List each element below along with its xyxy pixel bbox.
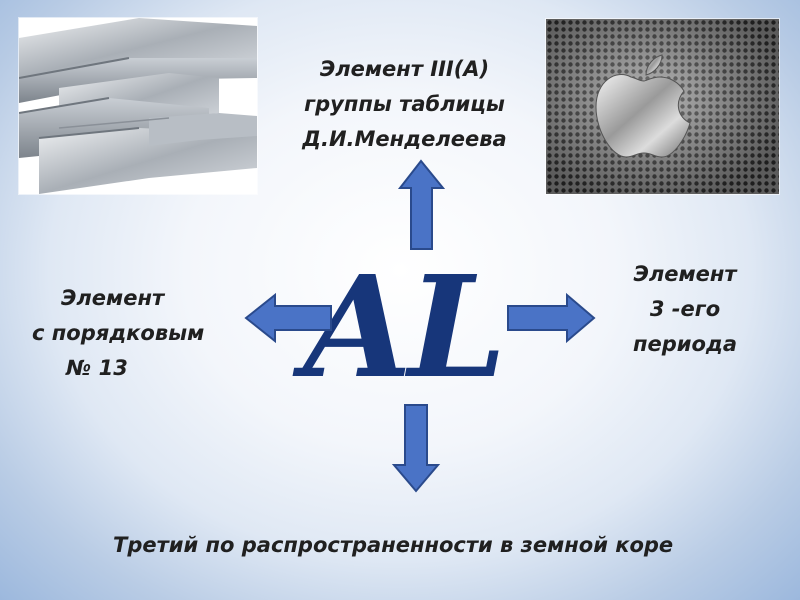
aluminum-beams-photo <box>19 18 257 194</box>
abundance-fact-text: Третий по распространенности в земной ко… <box>113 533 674 557</box>
atomic-number-fact-line: с порядковым <box>32 321 205 345</box>
apple-icon <box>595 54 691 158</box>
element-symbol: AL <box>303 246 506 410</box>
period-fact-text: Элемент 3 -его периода <box>600 257 770 362</box>
group-fact-line: группы таблицы <box>304 92 505 116</box>
group-fact-text: Элемент III(А) группы таблицы Д.И.Мендел… <box>272 52 537 157</box>
period-fact-line: Элемент <box>633 262 737 286</box>
period-fact-line: периода <box>632 332 738 356</box>
apple-logo-photo <box>546 19 779 194</box>
atomic-number-fact-text: Элемент с порядковым № 13 <box>18 281 238 386</box>
atomic-number-fact-line: Элемент <box>61 286 165 310</box>
aluminum-beams-image <box>19 18 257 194</box>
arrow-up-icon <box>397 159 446 250</box>
period-fact-line: 3 -его <box>649 297 721 321</box>
group-fact-line: Элемент III(А) <box>319 57 490 81</box>
arrow-down-icon <box>391 404 441 493</box>
atomic-number-fact-line: № 13 <box>66 356 128 380</box>
beam-shapes <box>19 18 257 194</box>
apple-logo-image <box>546 19 779 194</box>
group-fact-line: Д.И.Менделеева <box>302 127 507 151</box>
